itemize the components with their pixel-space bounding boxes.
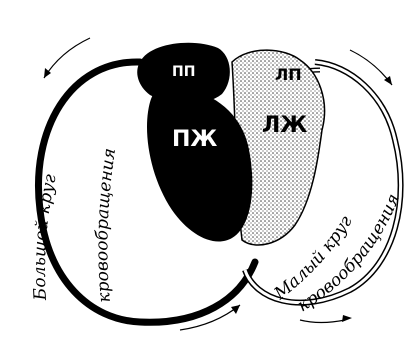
- systemic-circulation-label: Большой круг: [30, 172, 61, 302]
- flow-arrow-icon: [44, 38, 90, 78]
- left-atrium-label: ЛП: [275, 65, 302, 84]
- left-ventricle-label: ЛЖ: [262, 113, 307, 138]
- systemic-circulation-label-2: кровообращения: [92, 147, 120, 304]
- right-atrium-label: ПП: [172, 64, 195, 80]
- flow-arrow-icon: [300, 320, 345, 323]
- right-ventricle-label: ПЖ: [172, 127, 217, 152]
